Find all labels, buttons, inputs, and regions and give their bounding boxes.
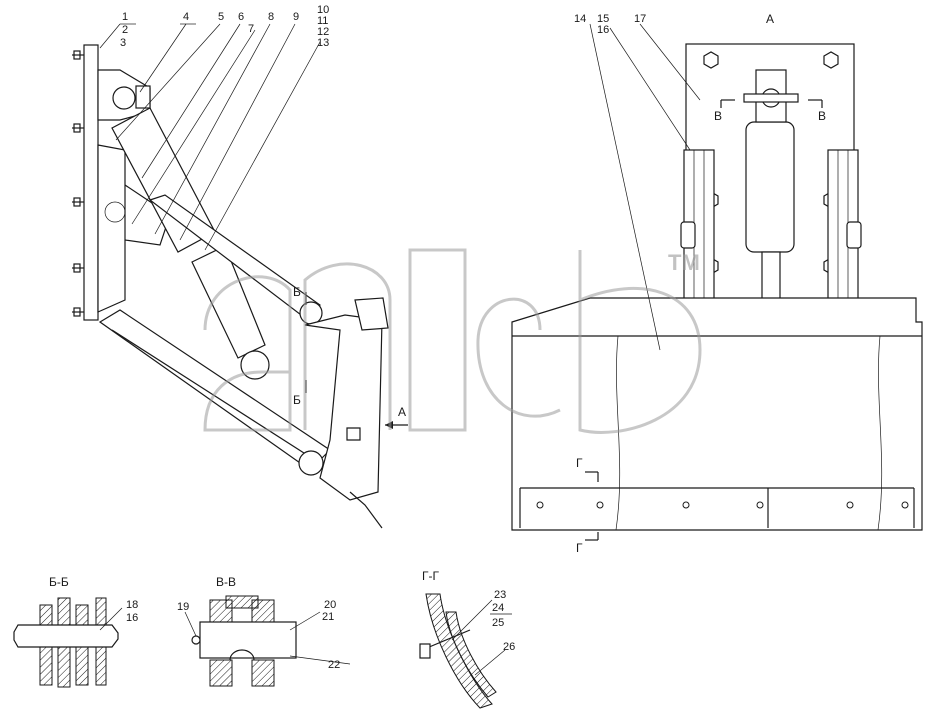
cut-g-bottom-label: Г — [576, 541, 583, 555]
lower-arm — [98, 309, 331, 471]
callout-6: 6 — [238, 11, 244, 23]
section-gg-blade — [425, 593, 493, 709]
callout-14: 14 — [574, 13, 586, 25]
section-gg-title: Г-Г — [422, 569, 439, 583]
section-bb: Б-Б — [13, 575, 119, 688]
callout-17: 17 — [634, 13, 646, 25]
view-a-arrow-label: A — [398, 405, 406, 419]
watermark-logo: TM — [203, 248, 702, 434]
cut-v-right-label: В — [818, 109, 826, 123]
callout-labels: 1 2 3 4 5 6 7 8 9 10 11 12 13 14 15 16 1… — [120, 4, 646, 671]
blade-front — [511, 297, 923, 531]
blade-stiffener — [346, 427, 361, 441]
lower-arm-pin — [298, 450, 324, 476]
section-vv-title: В-В — [216, 575, 236, 589]
front-view: A В В — [511, 12, 923, 555]
frame-hole — [104, 201, 126, 223]
cutting-edge — [349, 491, 383, 529]
callout-25: 25 — [492, 617, 504, 629]
cylinder-rod-front — [761, 251, 781, 301]
callout-13: 13 — [317, 37, 329, 49]
callout-11: 11 — [317, 15, 328, 27]
cylinder-front — [745, 121, 795, 253]
upper-arm — [148, 194, 321, 319]
callout-26: 26 — [503, 641, 515, 653]
callout-9: 9 — [293, 11, 299, 23]
section-bb-title: Б-Б — [49, 575, 69, 589]
cut-g-top-label: Г — [576, 456, 583, 470]
watermark-tm: TM — [668, 250, 700, 275]
callout-5: 5 — [218, 11, 224, 23]
callout-20: 20 — [324, 599, 336, 611]
callout-24: 24 — [492, 602, 504, 614]
section-vv-pin — [199, 621, 297, 659]
mounting-plate — [83, 44, 99, 321]
cut-b-top-label: Б — [293, 285, 301, 299]
break-line-right — [877, 335, 883, 531]
callout-16: 16 — [597, 24, 609, 36]
upper-pivot — [112, 86, 136, 110]
leader-lines — [99, 23, 701, 676]
callout-23: 23 — [494, 589, 506, 601]
callout-16-bb: 16 — [126, 612, 138, 624]
section-bb-pin — [13, 624, 119, 648]
section-gg: Г-Г — [419, 569, 497, 709]
clevis-bolt — [743, 93, 799, 103]
section-vv-bushing — [229, 649, 255, 661]
callout-3: 3 — [120, 37, 126, 49]
view-a-arrow: A — [385, 405, 408, 429]
upper-arm-pin — [299, 301, 323, 325]
callout-22: 22 — [328, 659, 340, 671]
blade-profile — [304, 314, 383, 501]
callout-21: 21 — [322, 611, 334, 623]
right-arm-hinge — [846, 221, 862, 249]
callout-12: 12 — [317, 26, 329, 38]
section-vv: В-В — [191, 575, 297, 687]
callout-2: 2 — [122, 24, 128, 36]
callout-15: 15 — [597, 13, 609, 25]
cut-b-bottom-label: Б — [293, 393, 301, 407]
callout-7: 7 — [248, 23, 254, 35]
cylinder-rod — [191, 245, 266, 359]
left-arm-hinge — [680, 221, 696, 249]
callout-19: 19 — [177, 601, 189, 613]
callout-1: 1 — [122, 11, 128, 23]
lower-frame — [97, 144, 126, 313]
upper-nut — [135, 85, 151, 109]
section-gg-nut — [419, 643, 431, 659]
cut-v-left-label: В — [714, 109, 722, 123]
view-a-title: A — [766, 12, 774, 26]
plate-bolts — [72, 50, 84, 317]
callout-8: 8 — [268, 11, 274, 23]
callout-18: 18 — [126, 599, 138, 611]
callout-10: 10 — [317, 4, 329, 16]
callout-4: 4 — [183, 11, 189, 23]
edge-strip-bolts — [536, 501, 909, 509]
section-vv-grease-nipple — [191, 635, 201, 645]
blade-top-lug — [354, 297, 389, 331]
